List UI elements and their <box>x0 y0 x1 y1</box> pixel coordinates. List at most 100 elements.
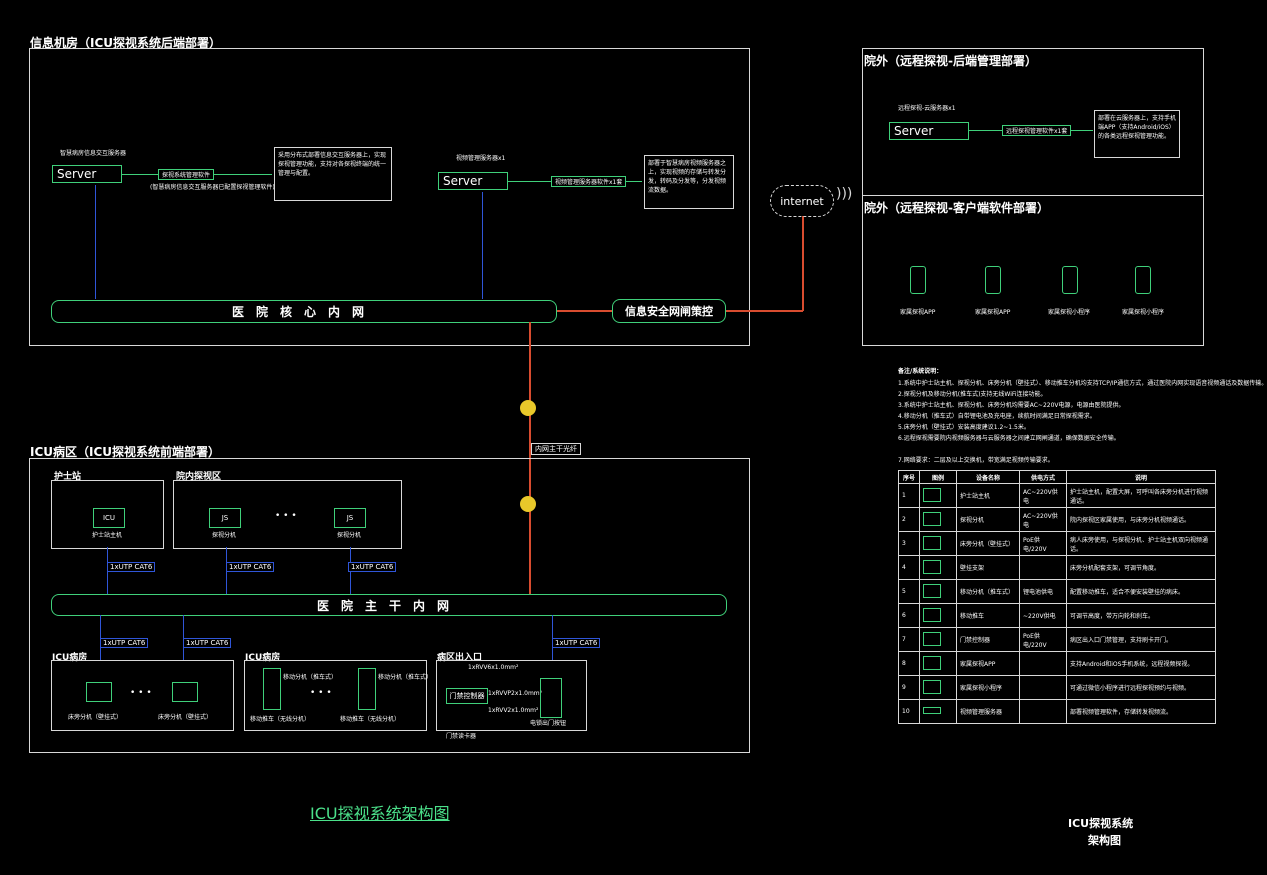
server2-desc: 部署于智慧病房视频服务器之上，实现视频的存储与转发分发，转码及分发等，分发视频流… <box>644 155 734 209</box>
core-lan-bus: 医院核心内网 <box>51 300 557 323</box>
remote-link: 远程探视管理软件x1套 <box>1002 125 1072 136</box>
ward1-device-1[interactable] <box>86 682 112 702</box>
legend-power: AC~220V供电 <box>1019 507 1067 532</box>
phone-3-label: 家属探视小程序 <box>1048 309 1091 316</box>
ward2-device-1-label: 移动分机（推车式） <box>283 674 338 681</box>
legend-desc: 床旁分机配套支架，可调节角度。 <box>1066 555 1216 580</box>
remote-desc: 部署在云服务器上，支持手机端APP（支持Android/iOS）的各类远程探视管… <box>1094 110 1180 158</box>
legend-header: 设备名称 <box>956 470 1020 484</box>
server1-link: 探视系统管理软件 <box>158 169 215 180</box>
phone-4-label: 家属探视小程序 <box>1122 309 1165 316</box>
phone-1-label: 家属探视APP <box>900 309 936 316</box>
phone-icon <box>910 266 926 294</box>
ward2-title: ICU病房 <box>245 653 281 663</box>
server2[interactable]: Server <box>438 172 508 190</box>
visit-device-2[interactable]: JS <box>334 508 366 528</box>
legend-desc: 可通过微信小程序进行远程探视预约与视频。 <box>1066 675 1216 700</box>
cart-icon <box>923 607 941 622</box>
drop-ward1-a <box>100 615 101 660</box>
legend-no: 1 <box>898 483 920 508</box>
ward2-device-2-caption: 移动推车（无线分机） <box>340 716 401 723</box>
server1-link-sub: (智慧病房信息交互服务器已配置探视管理软件) <box>150 184 275 191</box>
cart-2[interactable] <box>358 668 376 710</box>
server2-label: Server <box>443 174 483 188</box>
ward2-frame <box>244 660 427 731</box>
server-icon <box>923 707 941 714</box>
ward1-device-1-caption: 床旁分机（壁挂式） <box>68 714 123 721</box>
legend-power <box>1019 675 1067 700</box>
legend-header: 说明 <box>1066 470 1216 484</box>
core-to-gateway <box>557 310 612 312</box>
backbone-bus: 医院主干内网 <box>51 594 727 616</box>
legend-desc: 院内探视区家属使用，与床旁分机视频通话。 <box>1066 507 1216 532</box>
legend-desc: 配置移动推车，适合不便安装壁挂的病床。 <box>1066 579 1216 604</box>
note-line-1: 1.系统中护士站主机、探视分机、床旁分机（壁挂式）、移动推车分机均支持TCP/I… <box>898 380 1267 387</box>
visit-area-title: 院内探视区 <box>176 472 222 482</box>
nurse-station-title: 护士站 <box>54 472 82 482</box>
ward2-device-2-label: 移动分机（推车式） <box>378 674 433 681</box>
entrance-cable-1: 1xRVV6x1.0mm² <box>468 664 519 671</box>
nurse-station-device[interactable]: ICU <box>93 508 125 528</box>
remote-server-caption: 远程探视-云服务器x1 <box>898 105 956 112</box>
note-line-2: 2.探视分机及移动分机(推车式)支持无线WiFi连接功能。 <box>898 391 1047 398</box>
remote-frame <box>862 48 1204 346</box>
legend-device: 家属探视APP <box>956 651 1020 676</box>
cable-label-3: 1xUTP CAT6 <box>348 562 397 572</box>
bracket-icon <box>923 559 941 574</box>
legend-icon <box>919 579 957 604</box>
device-icon <box>923 535 941 550</box>
legend-icon <box>919 675 957 700</box>
device-icon <box>923 583 941 598</box>
legend-device: 壁挂支架 <box>956 555 1020 580</box>
datacenter-frame <box>29 48 750 346</box>
server2-caption: 视频管理服务器x1 <box>456 155 506 162</box>
legend-device: 门禁控制器 <box>956 627 1020 652</box>
legend-power: 锂电池供电 <box>1019 579 1067 604</box>
door-controller[interactable]: 门禁控制器 <box>446 688 488 704</box>
main-title: ICU探视系统架构图 <box>310 804 450 823</box>
legend-no: 4 <box>898 555 920 580</box>
phone-icon <box>923 679 941 694</box>
fiber-node-2 <box>520 496 536 512</box>
ward1-device-2-caption: 床旁分机（壁挂式） <box>158 714 213 721</box>
notes-heading: 备注/系统说明： <box>898 368 943 375</box>
entrance-cable-3: 1xRVV2x1.0mm² <box>488 707 539 714</box>
legend-device: 移动分机（推车式） <box>956 579 1020 604</box>
visit-device-2-caption: 探视分机 <box>337 532 362 539</box>
legend-icon <box>919 555 957 580</box>
ward1-dots: • • • <box>130 688 152 698</box>
visit-dots: • • • <box>275 511 297 521</box>
legend-desc: 可调节高度，带万向轮和刹车。 <box>1066 603 1216 628</box>
fiber-label: 内网主干光纤 <box>531 443 581 455</box>
remote-server[interactable]: Server <box>889 122 969 140</box>
phone-icon <box>985 266 1001 294</box>
legend-icon <box>919 627 957 652</box>
corner-title-2: 架构图 <box>1088 834 1121 847</box>
legend-device: 床旁分机（壁挂式） <box>956 531 1020 556</box>
legend-power <box>1019 555 1067 580</box>
legend-power: ~220V供电 <box>1019 603 1067 628</box>
server1[interactable]: Server <box>52 165 122 183</box>
legend-no: 3 <box>898 531 920 556</box>
phone-icon <box>1135 266 1151 294</box>
ward1-device-2[interactable] <box>172 682 198 702</box>
cart-1[interactable] <box>263 668 281 710</box>
legend-icon <box>919 483 957 508</box>
legend-power <box>1019 651 1067 676</box>
server1-uplink <box>95 185 96 299</box>
visit-device-1[interactable]: JS <box>209 508 241 528</box>
legend-header-row: 序号 图例 设备名称 供电方式 说明 <box>898 470 1216 484</box>
server1-caption: 智慧病房信息交互服务器 <box>60 150 127 157</box>
remote-client-title: 院外（远程探视-客户端软件部署） <box>864 201 1049 215</box>
ward1-frame <box>51 660 234 731</box>
legend-power: PoE供电/220V <box>1019 627 1067 652</box>
cable-label-5: 1xUTP CAT6 <box>183 638 232 648</box>
note-line-5: 5.床旁分机（壁挂式）安装高度建议1.2~1.5米。 <box>898 424 1030 431</box>
gateway[interactable]: 信息安全网闸策控 <box>612 299 726 323</box>
